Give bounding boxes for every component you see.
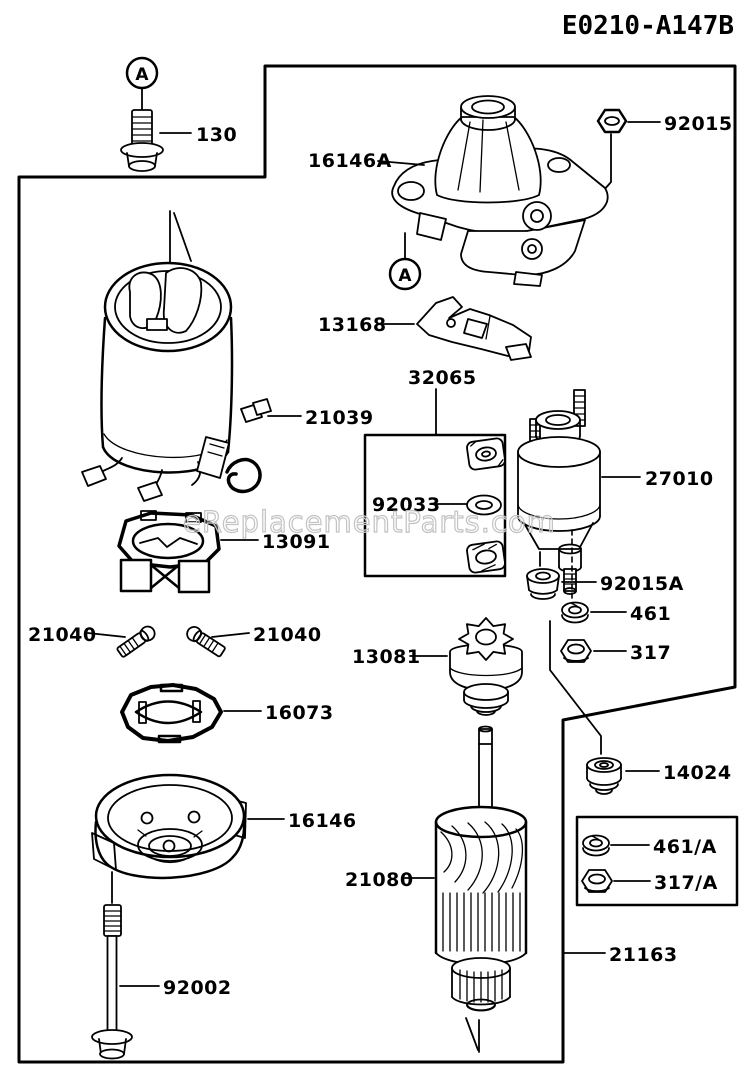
part-14024-cap: 14024 (549, 620, 732, 795)
main-assembly-border (17, 64, 737, 1064)
part-label-92002: 92002 (163, 977, 232, 999)
part-13091-brush-holder: 13091 (117, 510, 331, 594)
part-92015-nut: 92015 (588, 108, 733, 208)
part-label-461a: 461/A (653, 836, 717, 858)
part-16146-end-cover: 16146 (91, 773, 357, 880)
part-label-13168: 13168 (318, 314, 387, 336)
part-92002-through-bolt: 92002 (91, 871, 232, 1060)
part-21040-screw-left: 21040 (28, 624, 156, 658)
part-16073-plate: 16073 (120, 683, 334, 744)
part-label-13091: 13091 (262, 531, 331, 553)
part-label-16146a: 16146A (308, 150, 392, 172)
part-13081-pinion: 13081 (352, 617, 523, 716)
inset-box-461a-317a: 461/A 317/A (575, 815, 739, 907)
part-16146a-gear-case: 16146A A (308, 95, 609, 291)
part-label-16146: 16146 (288, 810, 357, 832)
part-label-21040-left: 21040 (28, 624, 97, 646)
part-92015a-nut: 92015A (526, 568, 684, 600)
part-label-92033: 92033 (372, 494, 441, 516)
part-32065-brush-set: 32065 92033 (363, 367, 507, 578)
part-27010-solenoid: 27010 (517, 389, 714, 601)
part-label-317: 317 (630, 642, 671, 664)
watermark: eReplacementParts.com (183, 505, 556, 539)
part-label-21080: 21080 (345, 869, 414, 891)
part-label-14024: 14024 (663, 762, 732, 784)
part-label-32065: 32065 (408, 367, 477, 389)
part-label-21163: 21163 (609, 944, 678, 966)
part-label-27010: 27010 (645, 468, 714, 490)
part-label-461: 461 (630, 603, 671, 625)
part-label-16073: 16073 (265, 702, 334, 724)
part-label-92015: 92015 (664, 113, 733, 135)
part-label-21040-right: 21040 (253, 624, 322, 646)
view-marker-a-top: A (135, 65, 149, 85)
part-label-130: 130 (196, 124, 237, 146)
part-label-92015a: 92015A (600, 573, 684, 595)
part-label-317a: 317/A (654, 872, 718, 894)
drawing-number: E0210-A147B (562, 11, 734, 41)
part-130-bolt: A 130 (120, 56, 237, 172)
part-label-21039: 21039 (305, 407, 374, 429)
part-label-13081: 13081 (352, 646, 421, 668)
part-461-lock-washer: 461 (561, 601, 671, 625)
part-21163-assembly-callout: 21163 (563, 944, 678, 966)
part-21080-armature: 21080 (345, 725, 528, 1053)
part-21039-yoke: 21039 (81, 210, 374, 502)
view-marker-a-casting: A (398, 266, 412, 286)
part-317-nut: 317 (560, 639, 671, 664)
part-13168-drive-lever: 13168 (318, 296, 532, 361)
part-21040-screw-right: 21040 (186, 624, 322, 658)
